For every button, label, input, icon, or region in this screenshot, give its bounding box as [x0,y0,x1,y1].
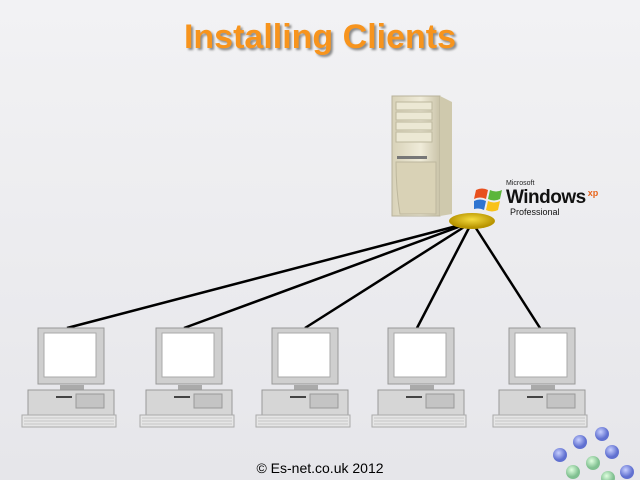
client-computer [255,327,351,428]
slide-title: Installing Clients [183,18,457,56]
network-link [304,220,473,330]
windows-xp-logo: Microsoft Windows xp Professional [506,180,598,218]
network-link [183,220,473,330]
os-version: xp [587,188,599,198]
os-name: Windows [506,187,586,208]
os-edition: Professional [510,207,560,217]
client-computer [139,327,235,428]
windows-flag-icon [474,188,502,212]
network-link [415,221,474,329]
slide-footer: © Es-net.co.uk 2012 [256,460,384,476]
network-link [470,221,542,329]
network-link [66,220,473,330]
os-brand: Microsoft [506,180,535,187]
client-computer [492,327,588,428]
client-computer [371,327,467,428]
os-name-row: Windows xp [506,188,598,207]
client-computer [21,327,117,428]
network-links [66,220,542,330]
server-tower [391,95,452,217]
network-hub [449,213,495,229]
decorative-bubbles [553,427,634,480]
